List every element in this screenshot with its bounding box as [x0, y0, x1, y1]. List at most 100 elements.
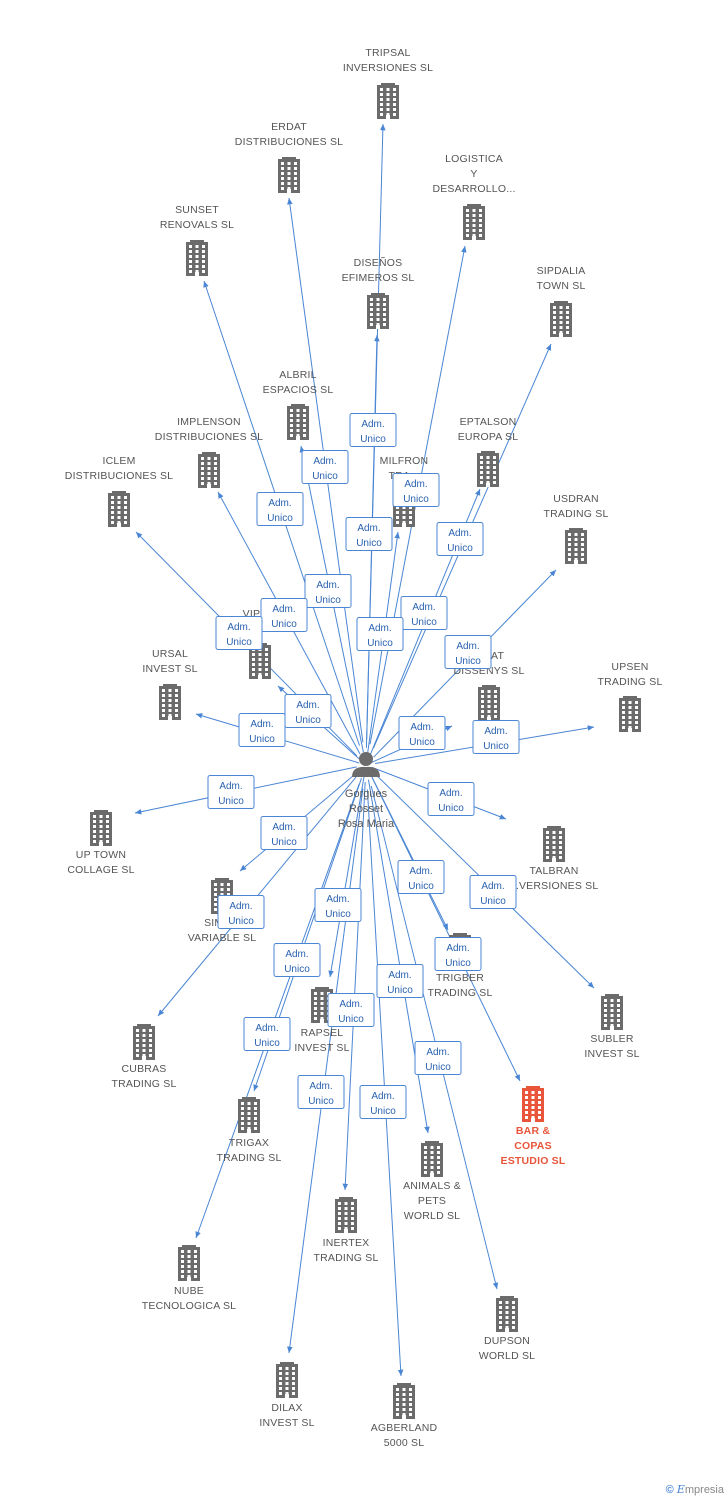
node-label: AGBERLAND: [371, 1422, 438, 1434]
svg-text:Adm.: Adm.: [426, 1047, 449, 1058]
svg-text:Unico: Unico: [325, 909, 351, 920]
edge-label-rapsel: Adm. Unico: [314, 888, 362, 922]
node-label: ESPACIOS SL: [263, 384, 334, 396]
edge-label-uptown: Adm.Unico: [207, 775, 255, 809]
svg-text:Adm.: Adm.: [326, 894, 349, 905]
edge-label-animals: Adm.Unico: [376, 964, 424, 998]
building-icon: [278, 157, 300, 193]
edge-dupson: [370, 785, 499, 1290]
node-label: DISEÑOS: [354, 256, 403, 269]
building-icon: [421, 1141, 443, 1177]
svg-text:Adm.: Adm.: [439, 788, 462, 799]
edge-label-usdran: Adm. Unico: [444, 635, 492, 669]
edge-label-tripsal: Adm.Unico: [349, 413, 397, 447]
svg-text:Unico: Unico: [315, 595, 341, 606]
node-logistica[interactable]: LOGISTICAYDESARROLLO...: [432, 153, 515, 240]
person-name: Rosset: [349, 803, 383, 815]
person-icon: [352, 752, 380, 777]
node-label: TRIGBER: [436, 972, 484, 984]
edge-label-albril: Adm.Unico: [304, 574, 352, 608]
svg-text:Adm.: Adm.: [313, 456, 336, 467]
node-label: EUROPA SL: [458, 431, 519, 443]
brand-mark[interactable]: © Empresia: [666, 1483, 724, 1496]
node-label: INVEST SL: [142, 663, 197, 675]
edges-layer: [134, 123, 595, 1377]
edge-label-trigax: Adm.Unico: [273, 943, 321, 977]
edge-label-bar: Adm.Unico: [434, 937, 482, 971]
svg-text:Unico: Unico: [228, 916, 254, 927]
edge-label-dilax: Adm.Unico: [297, 1075, 345, 1109]
svg-text:Unico: Unico: [455, 656, 481, 667]
svg-text:Unico: Unico: [267, 513, 293, 524]
building-icon: [478, 685, 500, 721]
svg-text:Unico: Unico: [445, 958, 471, 969]
node-label: INVEST SL: [259, 1417, 314, 1429]
node-label: INVERSIONES SL: [343, 62, 433, 74]
node-label: TRADING SL: [427, 987, 492, 999]
svg-text:Adm.: Adm.: [456, 641, 479, 652]
node-label: ANIMALS &: [403, 1180, 461, 1192]
node-iclem[interactable]: ICLEM DISTRIBUCIONES SL: [65, 455, 173, 527]
building-icon: [522, 1086, 544, 1122]
building-icon: [178, 1245, 200, 1281]
svg-text:Adm.: Adm.: [309, 1081, 332, 1092]
svg-text:Adm.: Adm.: [268, 498, 291, 509]
edge-label-inertex: Adm.Unico: [327, 993, 375, 1027]
node-label: DUPSON: [484, 1335, 530, 1347]
edge-label-subler: Adm.Unico: [469, 875, 517, 909]
edge-agberland: [366, 789, 404, 1377]
brand-name: mpresia: [684, 1484, 724, 1496]
node-label: SUBLER: [590, 1033, 633, 1045]
svg-text:Adm.: Adm.: [410, 722, 433, 733]
edge-inertex: [342, 781, 366, 1191]
svg-text:Adm.: Adm.: [484, 726, 507, 737]
node-label: LOGISTICA: [445, 153, 503, 165]
node-label: ALBRIL: [279, 369, 316, 381]
building-icon: [619, 696, 641, 732]
edge-label-agberland: Adm.Unico: [359, 1085, 407, 1119]
svg-text:Unico: Unico: [387, 985, 413, 996]
node-label: ESTUDIO SL: [500, 1155, 565, 1167]
node-label: MILFRON: [380, 455, 429, 467]
svg-text:Unico: Unico: [367, 638, 393, 649]
node-talbran[interactable]: TALBRAN...VERSIONES SL: [510, 826, 599, 892]
edge-label-vipd: Adm. Unico: [284, 694, 332, 728]
svg-text:Unico: Unico: [295, 715, 321, 726]
node-label: TRADING SL: [111, 1078, 176, 1090]
edge-labels-layer: Adm.UnicoAdm.UnicoAdm.UnicoAdm.UnicoAdm.…: [207, 413, 520, 1119]
svg-text:Adm.: Adm.: [371, 1091, 394, 1102]
node-label: DISTRIBUCIONES SL: [65, 470, 173, 482]
node-albril[interactable]: ALBRIL ESPACIOS SL: [263, 369, 334, 440]
node-label: DESARROLLO...: [432, 183, 515, 195]
node-label: ICLEM: [102, 455, 135, 467]
svg-text:Adm.: Adm.: [412, 602, 435, 613]
svg-text:Unico: Unico: [447, 543, 473, 554]
building-icon: [186, 240, 208, 276]
node-label: WORLD SL: [404, 1210, 460, 1222]
svg-text:Adm.: Adm.: [296, 700, 319, 711]
building-icon: [496, 1296, 518, 1332]
